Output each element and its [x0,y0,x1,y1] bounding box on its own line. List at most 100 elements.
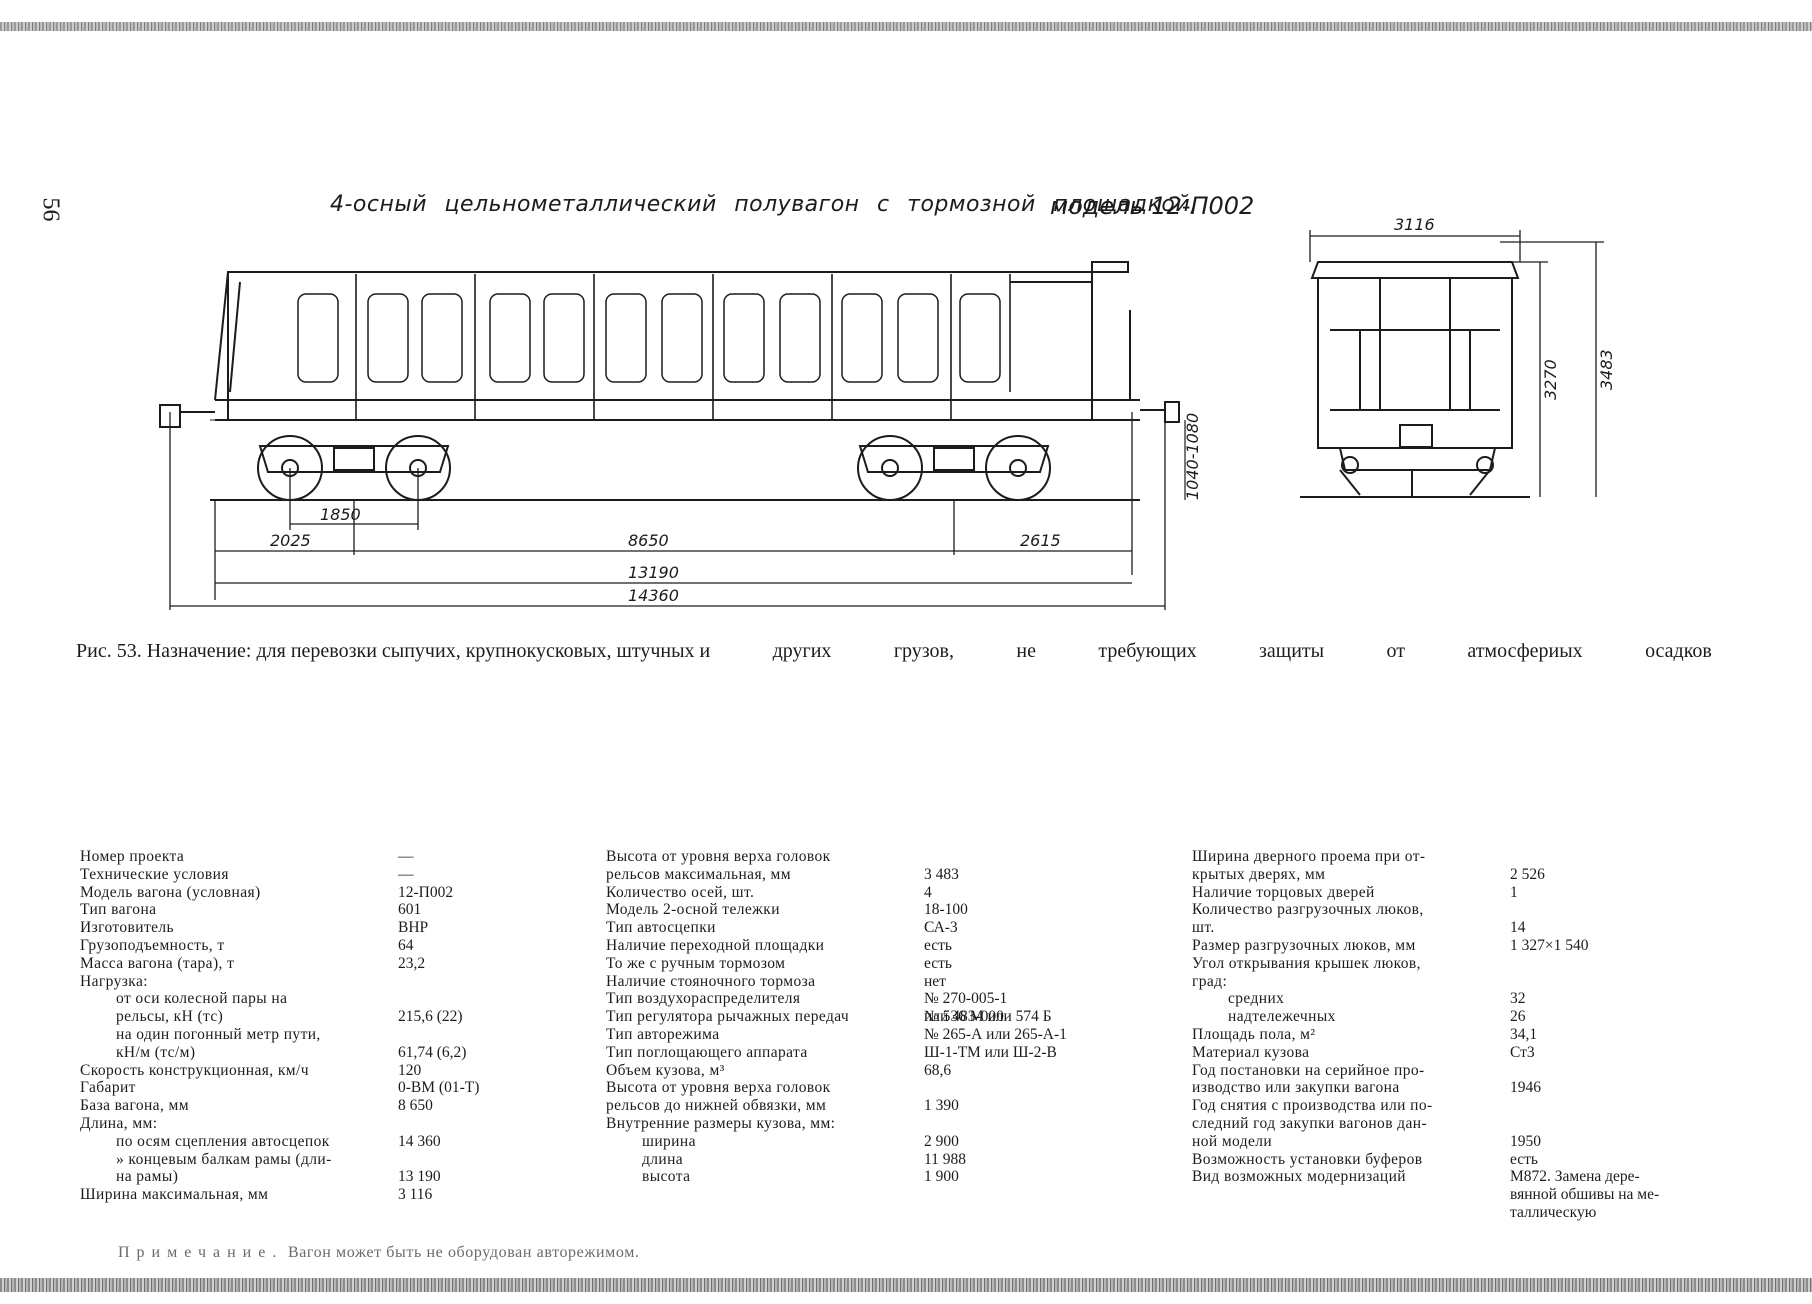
dim-max-height: 3483 [1597,349,1616,390]
spec-value: есть [924,954,952,972]
caption-word: от [1386,640,1405,662]
spec-value: есть [1510,1150,1538,1168]
spec-label: Тип воздухораспределителя [606,990,801,1008]
caption-word: грузов, [893,640,954,662]
footnote-text: Вагон может быть не оборудован авторежим… [287,1244,640,1261]
end-view-dimensions [1309,230,1604,497]
spec-label: ширина [642,1132,696,1150]
spec-row: » концевым балкам рамы (дли- на рамы) 13… [80,1151,510,1187]
spec-value: 68,6 [924,1061,952,1079]
spec-value: 1946 [1510,1079,1541,1097]
dim-bogie-base: 1850 [320,505,361,524]
end-view [1300,261,1530,498]
spec-value: 4 [924,883,932,901]
spec-label: Внутренние размеры кузова, мм: [606,1114,836,1132]
spec-row: Ширина дверного проема при от- крытых дв… [1192,848,1732,884]
spec-label: высота [642,1168,691,1186]
spec-label: Номер проекта [80,848,185,865]
spec-value: 0-ВМ (01-Т) [398,1079,480,1097]
spec-value: 3 483 [924,865,959,883]
spec-label: Масса вагона (тара), т [80,954,235,972]
spec-value: 1 [1510,883,1518,901]
spec-value: 26 [1510,1008,1526,1026]
spec-row: высота 1 900 [606,1168,1126,1186]
spec-row: То же с ручным тормозом есть [606,955,1126,973]
spec-row: Объем кузова, м³ 68,6 [606,1062,1126,1080]
spec-row: ширина 2 900 [606,1133,1126,1151]
spec-row: на один погонный метр пути, кН/м (тс/м) … [80,1026,510,1062]
spec-row: Высота от уровня верха головок рельсов м… [606,848,1126,884]
spec-row: Длина, мм: [80,1115,510,1133]
spec-label: Наличие стояночного тормоза [606,972,816,990]
spec-label: Количество разгрузочных люков, шт. [1192,901,1424,937]
spec-row: Количество осей, шт.4 [606,884,1126,902]
bogie-right [857,435,1051,501]
spec-row: Внутренние размеры кузова, мм: [606,1115,1126,1133]
spec-label: » концевым балкам рамы (дли- на рамы) [116,1150,332,1186]
spec-value: 2 900 [924,1132,959,1150]
bogie-left [257,435,451,501]
spec-value: — [398,865,414,883]
spec-label: Материал кузова [1192,1043,1310,1061]
spec-label: от оси колесной пары на рельсы, кН (тс) [116,990,288,1026]
spec-value: М872. Замена дере- вянной обшивы на ме- … [1510,1168,1660,1221]
spec-label: Изготовитель [80,919,175,937]
caption-word: атмосфериых [1467,640,1583,662]
spec-label: То же с ручным тормозом [606,954,786,972]
spec-label: Год постановки на серийное про- изводств… [1192,1061,1425,1097]
spec-label: Тип регулятора рычажных передач [606,1008,850,1026]
spec-value: 1 327×1 540 [1510,936,1589,954]
side-view [159,261,1186,501]
spec-row: от оси колесной пары на рельсы, кН (тс) … [80,990,510,1026]
spec-label: Угол открывания крышек люков, град: [1192,954,1421,990]
spec-value: 34,1 [1510,1025,1538,1043]
spec-value: 18-100 [924,901,968,919]
spec-label: Объем кузова, м³ [606,1061,725,1079]
dim-right-overhang: 2615 [1020,531,1061,550]
spec-label: по осям сцепления автосцепок [116,1132,330,1150]
spec-value: 601 [398,901,422,919]
spec-row: Наличие торцовых дверей 1 [1192,884,1732,902]
spec-row: Тип вагона 601 [80,901,510,919]
spec-value: 1950 [1510,1132,1541,1150]
dim-coupler-height: 1040-1080 [1183,413,1202,500]
spec-label: Ширина дверного проема при от- крытых дв… [1192,848,1426,883]
caption-word: требующих [1098,640,1197,662]
spec-row: надтележечных 26 [1192,1008,1732,1026]
spec-label: надтележечных [1228,1008,1336,1026]
spec-label: Тип вагона [80,901,157,919]
spec-value: 8 650 [398,1097,433,1115]
spec-column-2: Высота от уровня верха головок рельсов м… [606,848,1126,1186]
spec-value: 64 [398,936,414,954]
spec-row: Высота от уровня верха головок рельсов д… [606,1079,1126,1115]
spec-label: Тип автосцепки [606,919,716,937]
spec-value: 14 360 [398,1132,441,1150]
spec-row: Год постановки на серийное про- изводств… [1192,1062,1732,1098]
caption-word: Рис. 53. Назначение: для перевозки сыпуч… [76,640,711,662]
spec-label: Скорость конструкционная, км/ч [80,1061,309,1079]
spec-value: 32 [1510,990,1526,1008]
spec-label: Нагрузка: [80,972,148,990]
dim-frame-length: 13190 [628,563,679,582]
spec-value: 12-П002 [398,883,454,901]
drawing-model: модель 12-П002 [1050,192,1255,220]
spec-row: Технические условия— [80,866,510,884]
spec-value: 215,6 (22) [398,1008,463,1026]
spec-label: Наличие торцовых дверей [1192,883,1375,901]
spec-label: Габарит [80,1079,136,1097]
spec-value: 1 900 [924,1168,959,1186]
